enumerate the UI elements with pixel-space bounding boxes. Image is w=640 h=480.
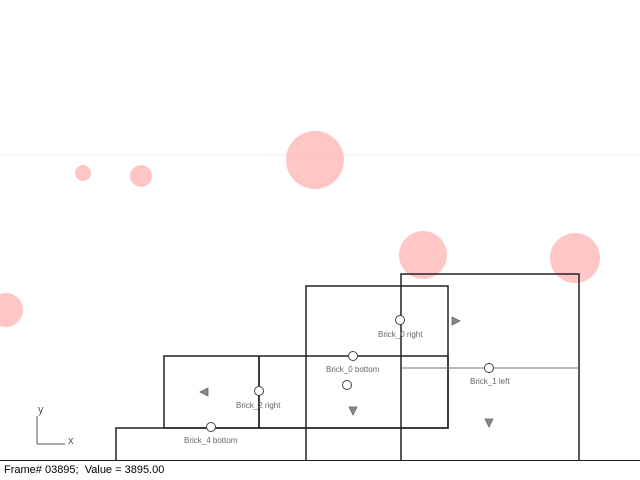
brick-2[interactable]: [163, 355, 260, 429]
joint-brick1-left[interactable]: [484, 363, 494, 373]
brick-0[interactable]: [305, 285, 449, 429]
joints: [206, 315, 494, 432]
particle: [399, 231, 447, 279]
arrow-left-icon: [199, 387, 209, 397]
particle: [0, 293, 23, 327]
arrow-right-icon: [451, 316, 461, 326]
status-bar: Frame# 03895; Value = 3895.00: [0, 460, 640, 480]
axis-gizmo: [36, 416, 65, 445]
label-brick2-right: Brick_2 right: [236, 401, 281, 410]
frame-readout: Frame# 03895;: [4, 464, 79, 476]
value-readout: Value = 3895.00: [84, 464, 165, 476]
particle: [550, 233, 600, 283]
arrow-down-icon: [348, 406, 358, 416]
label-brick0-right: Brick_0 right: [378, 330, 423, 339]
label-brick1-left: Brick_1 left: [470, 377, 510, 386]
label-brick0-bottom: Brick_0 bottom: [326, 365, 380, 374]
arrow-down-icon: [484, 418, 494, 428]
axis-x-label: x: [68, 435, 74, 447]
joint-brick4-bottom[interactable]: [206, 422, 216, 432]
particle: [286, 131, 344, 189]
joint-brick0-bottom[interactable]: [348, 351, 358, 361]
label-brick4-bottom: Brick_4 bottom: [184, 436, 238, 445]
particle: [75, 165, 91, 181]
joint-brick2-right[interactable]: [254, 386, 264, 396]
force-arrows: [199, 316, 494, 428]
joint-center[interactable]: [342, 380, 352, 390]
joint-brick0-right[interactable]: [395, 315, 405, 325]
axis-y-label: y: [38, 404, 44, 416]
particle: [130, 165, 152, 187]
